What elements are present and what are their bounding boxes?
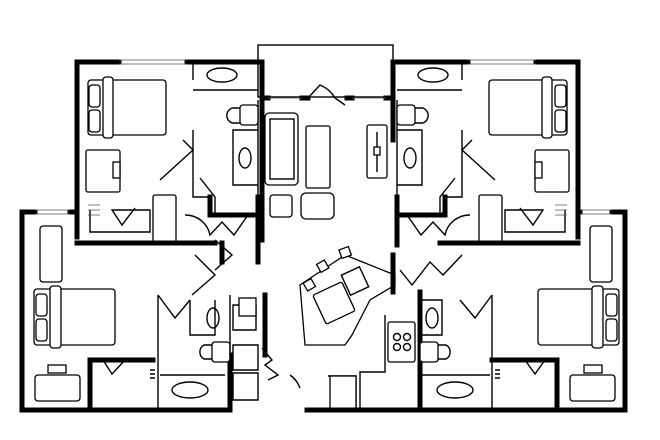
tv-stand [366, 124, 388, 179]
shelf [238, 297, 257, 317]
desk [569, 364, 616, 402]
lower-left-suite [19, 209, 301, 413]
bed [33, 285, 116, 349]
bar-stool [315, 259, 330, 274]
sink [312, 281, 356, 325]
bar-stool [338, 245, 353, 260]
desk [34, 364, 81, 402]
coffee-table [305, 125, 331, 189]
armchair [269, 194, 293, 218]
bar-stool [302, 277, 317, 292]
kitchen [299, 245, 416, 411]
lower-right-suite [304, 209, 628, 413]
balcony [257, 44, 394, 98]
stove [387, 321, 416, 363]
sofa [264, 112, 299, 186]
living-room [259, 84, 396, 243]
dresser [39, 225, 63, 283]
upper-right-suite [393, 60, 578, 245]
upper-left-suite [77, 60, 262, 245]
dresser [589, 225, 613, 283]
bed [537, 285, 620, 349]
armchair [300, 192, 335, 220]
fridge [329, 375, 357, 411]
